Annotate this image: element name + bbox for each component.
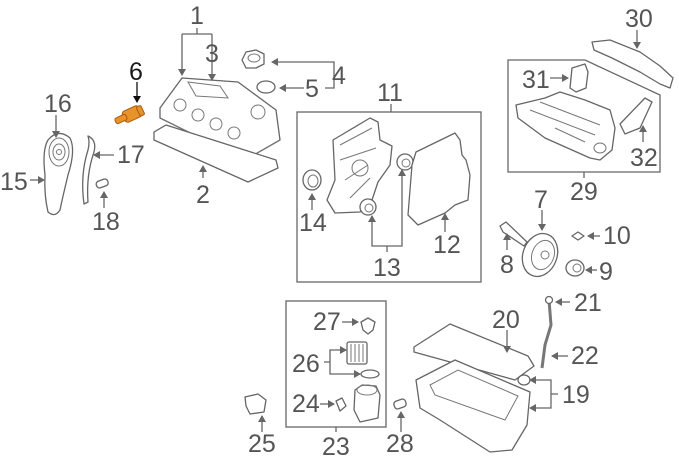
callout-25: 25 xyxy=(248,430,276,458)
leader-lines xyxy=(30,28,647,432)
part-19-drain-plug[interactable] xyxy=(517,374,531,386)
part-29-intake-manifold[interactable] xyxy=(515,91,616,161)
callout-labels: 1 2 3 4 5 6 7 8 9 10 11 12 13 14 15 16 1… xyxy=(0,2,658,461)
callout-8: 8 xyxy=(500,251,514,279)
callout-7: 7 xyxy=(534,186,548,214)
part-24-gasket[interactable] xyxy=(335,397,347,412)
part-23-filter-housing[interactable] xyxy=(353,384,381,423)
part-4-oil-cap[interactable] xyxy=(241,49,265,69)
part-7-crankshaft-pulley[interactable] xyxy=(517,229,564,282)
callout-11: 11 xyxy=(377,79,403,107)
callout-17: 17 xyxy=(117,141,145,169)
part-5-o-ring[interactable] xyxy=(256,80,276,94)
callout-28: 28 xyxy=(386,430,414,458)
part-19-oil-pan[interactable] xyxy=(415,359,531,453)
callout-15: 15 xyxy=(0,168,28,196)
part-28-sensor[interactable] xyxy=(393,398,407,410)
callout-29: 29 xyxy=(570,178,598,206)
callout-3: 3 xyxy=(205,40,219,68)
part-17-chain-guide[interactable] xyxy=(82,135,96,205)
group-box-11 xyxy=(296,111,482,283)
part-13-seal-lower[interactable] xyxy=(359,198,377,216)
part-12-cover-gasket[interactable] xyxy=(407,132,471,226)
callout-1: 1 xyxy=(190,2,204,30)
callout-32: 32 xyxy=(630,144,658,172)
callout-20: 20 xyxy=(492,306,520,334)
part-8-bolt[interactable] xyxy=(499,221,528,247)
callout-18: 18 xyxy=(92,208,120,236)
part-2-gasket[interactable] xyxy=(153,124,279,183)
part-14-seal[interactable] xyxy=(302,169,322,191)
callout-30: 30 xyxy=(625,5,653,33)
part-30-manifold-gasket[interactable] xyxy=(591,39,674,89)
part-26-oil-filter[interactable] xyxy=(346,341,368,365)
callout-23: 23 xyxy=(322,433,350,461)
part-26-filter-o-ring[interactable] xyxy=(360,369,380,379)
callout-19: 19 xyxy=(562,381,590,409)
callout-24: 24 xyxy=(292,390,320,418)
callout-12: 12 xyxy=(433,231,461,259)
part-15-timing-cover[interactable] xyxy=(43,132,74,216)
callout-4: 4 xyxy=(332,62,346,90)
part-25-plate[interactable] xyxy=(244,393,267,415)
callout-27: 27 xyxy=(313,308,341,336)
callout-16: 16 xyxy=(44,90,72,118)
part-32-bracket[interactable] xyxy=(619,97,653,135)
callout-5: 5 xyxy=(305,75,319,103)
part-20-pan-gasket[interactable] xyxy=(413,323,535,381)
part-31-bracket[interactable] xyxy=(569,63,589,93)
part-11-timing-cover[interactable] xyxy=(326,117,393,214)
callout-26: 26 xyxy=(292,350,320,378)
part-22-dipstick[interactable] xyxy=(540,295,554,369)
callout-21: 21 xyxy=(574,289,602,317)
callout-14: 14 xyxy=(299,209,327,237)
part-27-sensor[interactable] xyxy=(360,317,376,335)
part-18-pin[interactable] xyxy=(95,178,109,189)
callout-6-highlighted[interactable]: 6 xyxy=(129,58,143,86)
part-9-washer[interactable] xyxy=(565,259,585,277)
callout-2: 2 xyxy=(196,181,210,209)
part-10-key[interactable] xyxy=(571,231,585,241)
callout-13: 13 xyxy=(373,254,401,282)
callout-31: 31 xyxy=(522,66,550,94)
part-13-seal-upper[interactable] xyxy=(396,153,414,171)
callout-10: 10 xyxy=(603,222,631,250)
callout-22: 22 xyxy=(571,342,599,370)
part-6-sensor-highlighted[interactable] xyxy=(114,105,145,125)
group-box-29 xyxy=(507,59,661,173)
callout-9: 9 xyxy=(599,258,613,286)
